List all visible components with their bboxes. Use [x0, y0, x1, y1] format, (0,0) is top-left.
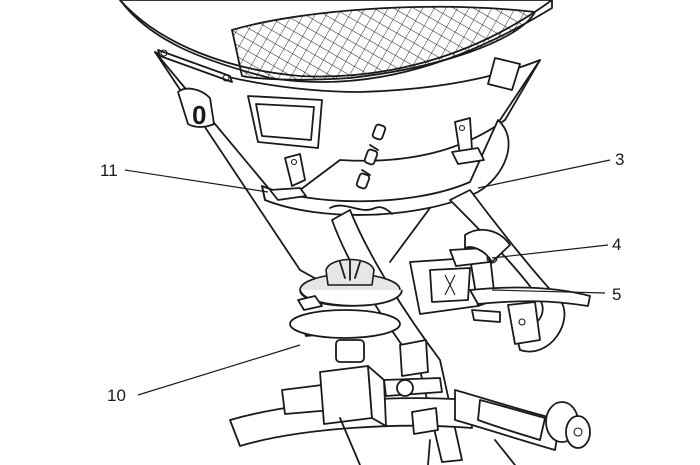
spinner-disc [297, 258, 403, 311]
callout-3: 3 [615, 150, 624, 169]
linkage-rods [383, 377, 443, 465]
gearbox [319, 365, 387, 465]
callout-11: 11 [100, 161, 118, 180]
mount-bracket-right [451, 117, 485, 165]
drive-shaft [281, 339, 365, 415]
hopper-marking-plate: 0 [177, 87, 215, 130]
side-panel [487, 57, 521, 91]
hopper-rim [119, 0, 553, 78]
callout-leaders [124, 159, 611, 396]
pivot-bracket [464, 228, 511, 263]
callout-5: 5 [612, 285, 621, 304]
agitator-plate [289, 309, 401, 339]
inspection-window [247, 95, 323, 149]
lever-box [399, 339, 439, 435]
clamp [507, 301, 541, 345]
chain [355, 123, 387, 190]
pto-shaft-joint [477, 399, 591, 465]
hopper-marking-text: 0 [192, 100, 206, 130]
bottom-clip [329, 204, 393, 215]
mount-bracket-left [269, 153, 307, 201]
rim-slot [157, 49, 233, 83]
callout-10: 10 [107, 386, 126, 405]
callout-4: 4 [612, 235, 621, 254]
top-grid-screen [230, 5, 537, 81]
